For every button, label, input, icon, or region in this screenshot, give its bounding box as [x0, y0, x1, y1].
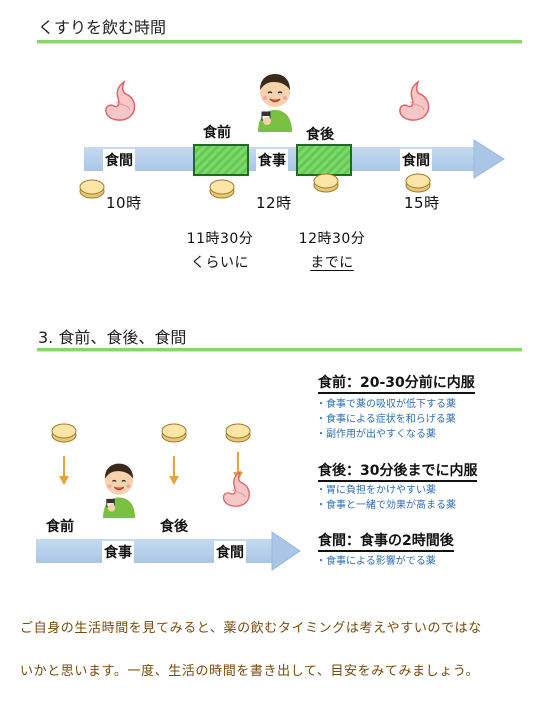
- time-15: 15時: [404, 194, 440, 212]
- label2-before-meal: 食前: [46, 519, 74, 535]
- time-12: 12時: [256, 194, 292, 212]
- info-bullet: ・食事による症状を和らげる薬: [316, 414, 456, 425]
- timeline2-arrowhead: [271, 531, 301, 571]
- label2-meal-gap: 食間: [214, 541, 246, 563]
- info-bullet: ・食事による影響がでる薬: [316, 556, 436, 567]
- note-before-time: 11時30分: [186, 231, 254, 247]
- note-after-time: 12時30分: [298, 231, 366, 247]
- info-heading-between: 食間：食事の2時間後: [318, 530, 454, 552]
- note-after-meal: 12時30分 までに: [290, 228, 374, 272]
- note-before-meal: 11時30分 くらいに: [180, 228, 260, 272]
- pill-icon: [51, 423, 77, 443]
- section1-divider: [37, 40, 522, 43]
- pill-icon: [313, 173, 339, 193]
- closing-line-1: ご自身の生活時間を見てみると、薬の飲むタイミングは考えやすいのではな: [20, 621, 482, 636]
- label-meal: 食事: [256, 149, 288, 171]
- pill-icon: [225, 423, 251, 443]
- label-left-meal-gap: 食間: [103, 149, 135, 171]
- info-bullet: ・食事で薬の吸収が低下する薬: [316, 399, 456, 410]
- person-eating-icon: [258, 74, 292, 132]
- stomach-icon: [105, 80, 136, 121]
- pill-icon: [79, 179, 105, 199]
- person-eating-icon: [103, 463, 135, 519]
- pill-icon: [209, 179, 235, 199]
- time-10: 10時: [106, 194, 142, 212]
- note-after-text: までに: [310, 255, 354, 271]
- label2-after-meal: 食後: [160, 519, 188, 535]
- label-before-meal: 食前: [203, 125, 231, 141]
- info-heading-after: 食後：30分後までに内服: [318, 460, 478, 482]
- down-arrow-icon: [59, 456, 69, 485]
- info-bullet: ・食事と一緒で効果が高まる薬: [316, 500, 456, 511]
- closing-line-2: いかと思います。一度、生活の時間を書き出して、目安をみてみましょう。: [20, 664, 480, 679]
- label-after-meal: 食後: [306, 127, 334, 143]
- before-meal-box: [193, 144, 249, 176]
- pill-icon: [405, 173, 431, 193]
- section2-title: 3. 食前、食後、食間: [38, 328, 187, 347]
- label-right-meal-gap: 食間: [400, 149, 432, 171]
- down-arrow-icon: [169, 456, 179, 485]
- note-before-text: くらいに: [191, 255, 249, 271]
- section2-divider: [37, 348, 522, 351]
- info-bullet: ・副作用が出やすくなる薬: [316, 429, 436, 440]
- section1-title: くすりを飲む時間: [38, 18, 167, 37]
- stomach-icon: [222, 470, 250, 507]
- stomach-icon: [399, 80, 430, 121]
- timeline-bar-left: [84, 147, 196, 171]
- info-bullet: ・胃に負担をかけやすい薬: [316, 485, 436, 496]
- pill-icon: [161, 423, 187, 443]
- info-heading-before: 食前：20-30分前に内服: [318, 372, 475, 394]
- timeline-arrowhead: [473, 139, 505, 179]
- label2-meal: 食事: [102, 541, 134, 563]
